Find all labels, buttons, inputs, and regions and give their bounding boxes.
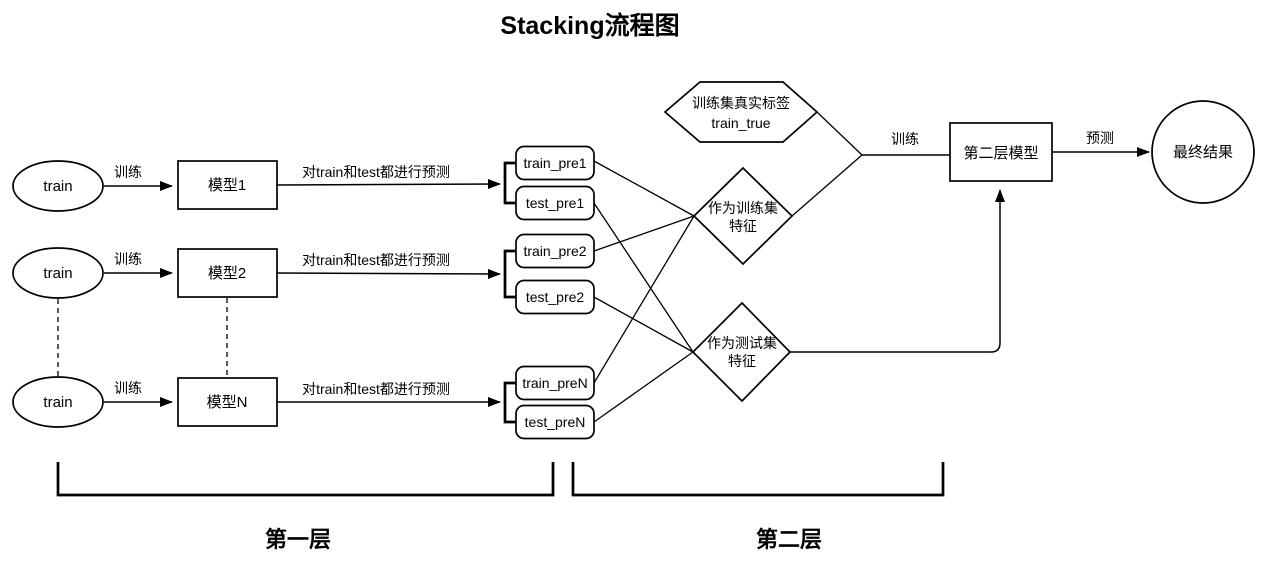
pair-bracket-2: [503, 249, 516, 299]
layer1-footer-label: 第一层: [265, 527, 331, 552]
prediction-test-pre1-label: test_pre1: [526, 195, 585, 211]
layer2-footer-label: 第二层: [756, 527, 822, 552]
input-ellipses: train train train: [12, 160, 104, 428]
input-ellipse-1: [12, 160, 104, 212]
model-boxes: 模型1 模型2 模型N: [177, 160, 278, 427]
train-label-layer2: 训练: [891, 131, 919, 147]
predict-arrow-1: [276, 179, 501, 190]
prediction-train-preN-label: train_preN: [522, 375, 587, 391]
final-result-circle: [1151, 100, 1255, 204]
connector-test-pre1: [593, 202, 694, 353]
pair-brackets: [503, 161, 516, 424]
final-result-label: 最终结果: [1173, 144, 1233, 161]
connector-train-preN: [593, 215, 695, 384]
diamond-train-label-line2: 特征: [729, 218, 757, 234]
input-ellipse-1-label: train: [43, 178, 72, 195]
predict-arrow-n-label: 对train和test都进行预测: [302, 381, 450, 397]
input-ellipse-3: [12, 376, 104, 428]
layer1-brace: [56, 462, 555, 497]
merge-edges: 训练: [791, 111, 950, 217]
predict-label-layer2: 预测: [1086, 130, 1114, 146]
pair-bracket-1: [503, 161, 516, 205]
prediction-box-train-pre1: [515, 145, 595, 181]
diamond-test-features: [691, 301, 792, 403]
prediction-test-pre2-label: test_pre2: [526, 289, 585, 305]
diamond-test-label-line1: 作为测试集: [707, 335, 777, 351]
model-box-n-label: 模型N: [207, 394, 248, 411]
input-ellipse-3-label: train: [43, 394, 72, 411]
prediction-train-pre2-label: train_pre2: [523, 243, 586, 259]
train-arrow-1-label: 训练: [114, 164, 142, 180]
train-arrows: 训练 训练 训练: [104, 164, 173, 407]
prediction-test-preN-label: test_preN: [525, 414, 586, 430]
prediction-train-pre1-label: train_pre1: [523, 155, 586, 171]
train-arrow-2-label: 训练: [114, 251, 142, 267]
diagram-title: Stacking流程图: [500, 12, 679, 40]
connector-test-pre2: [593, 296, 694, 353]
layer2-brace: [571, 462, 945, 497]
predict-arrow-2: [276, 268, 501, 279]
predict-arrow-2-label: 对train和test都进行预测: [302, 252, 450, 268]
hexagon-train-true: [663, 81, 819, 143]
pair-bracket-n: [503, 381, 516, 424]
model-box-2-label: 模型2: [208, 265, 246, 282]
diamond-train-features: [692, 166, 794, 266]
diamond-test-label-line2: 特征: [728, 353, 756, 369]
predict-arrows: 对train和test都进行预测 对train和test都进行预测 对train…: [276, 164, 501, 407]
connector-train-pre2: [593, 215, 695, 252]
diamond-train-label-line1: 作为训练集: [708, 200, 778, 216]
edge-diamond-train-to-merge: [791, 154, 863, 217]
edge-hexagon-to-merge: [816, 111, 863, 156]
model-box-2: [177, 248, 278, 298]
connector-train-pre1: [593, 160, 695, 217]
prediction-boxes: train_pre1 test_pre1 train_pre2 test_pre…: [515, 145, 595, 440]
second-layer-model-label: 第二层模型: [963, 144, 1038, 162]
input-ellipse-2-label: train: [43, 265, 72, 282]
connector-test-preN: [593, 351, 694, 423]
model-box-1-label: 模型1: [208, 177, 246, 194]
input-ellipse-2: [12, 247, 104, 299]
edge-diamond-test-to-model2: [790, 189, 1005, 353]
hexagon-label-line2: train_true: [711, 115, 770, 131]
predict-arrow-1-label: 对train和test都进行预测: [302, 164, 450, 180]
model-box-1: [177, 160, 278, 210]
prediction-connectors: [593, 160, 695, 423]
hexagon-label-line1: 训练集真实标签: [692, 95, 790, 111]
train-arrow-n-label: 训练: [114, 380, 142, 396]
